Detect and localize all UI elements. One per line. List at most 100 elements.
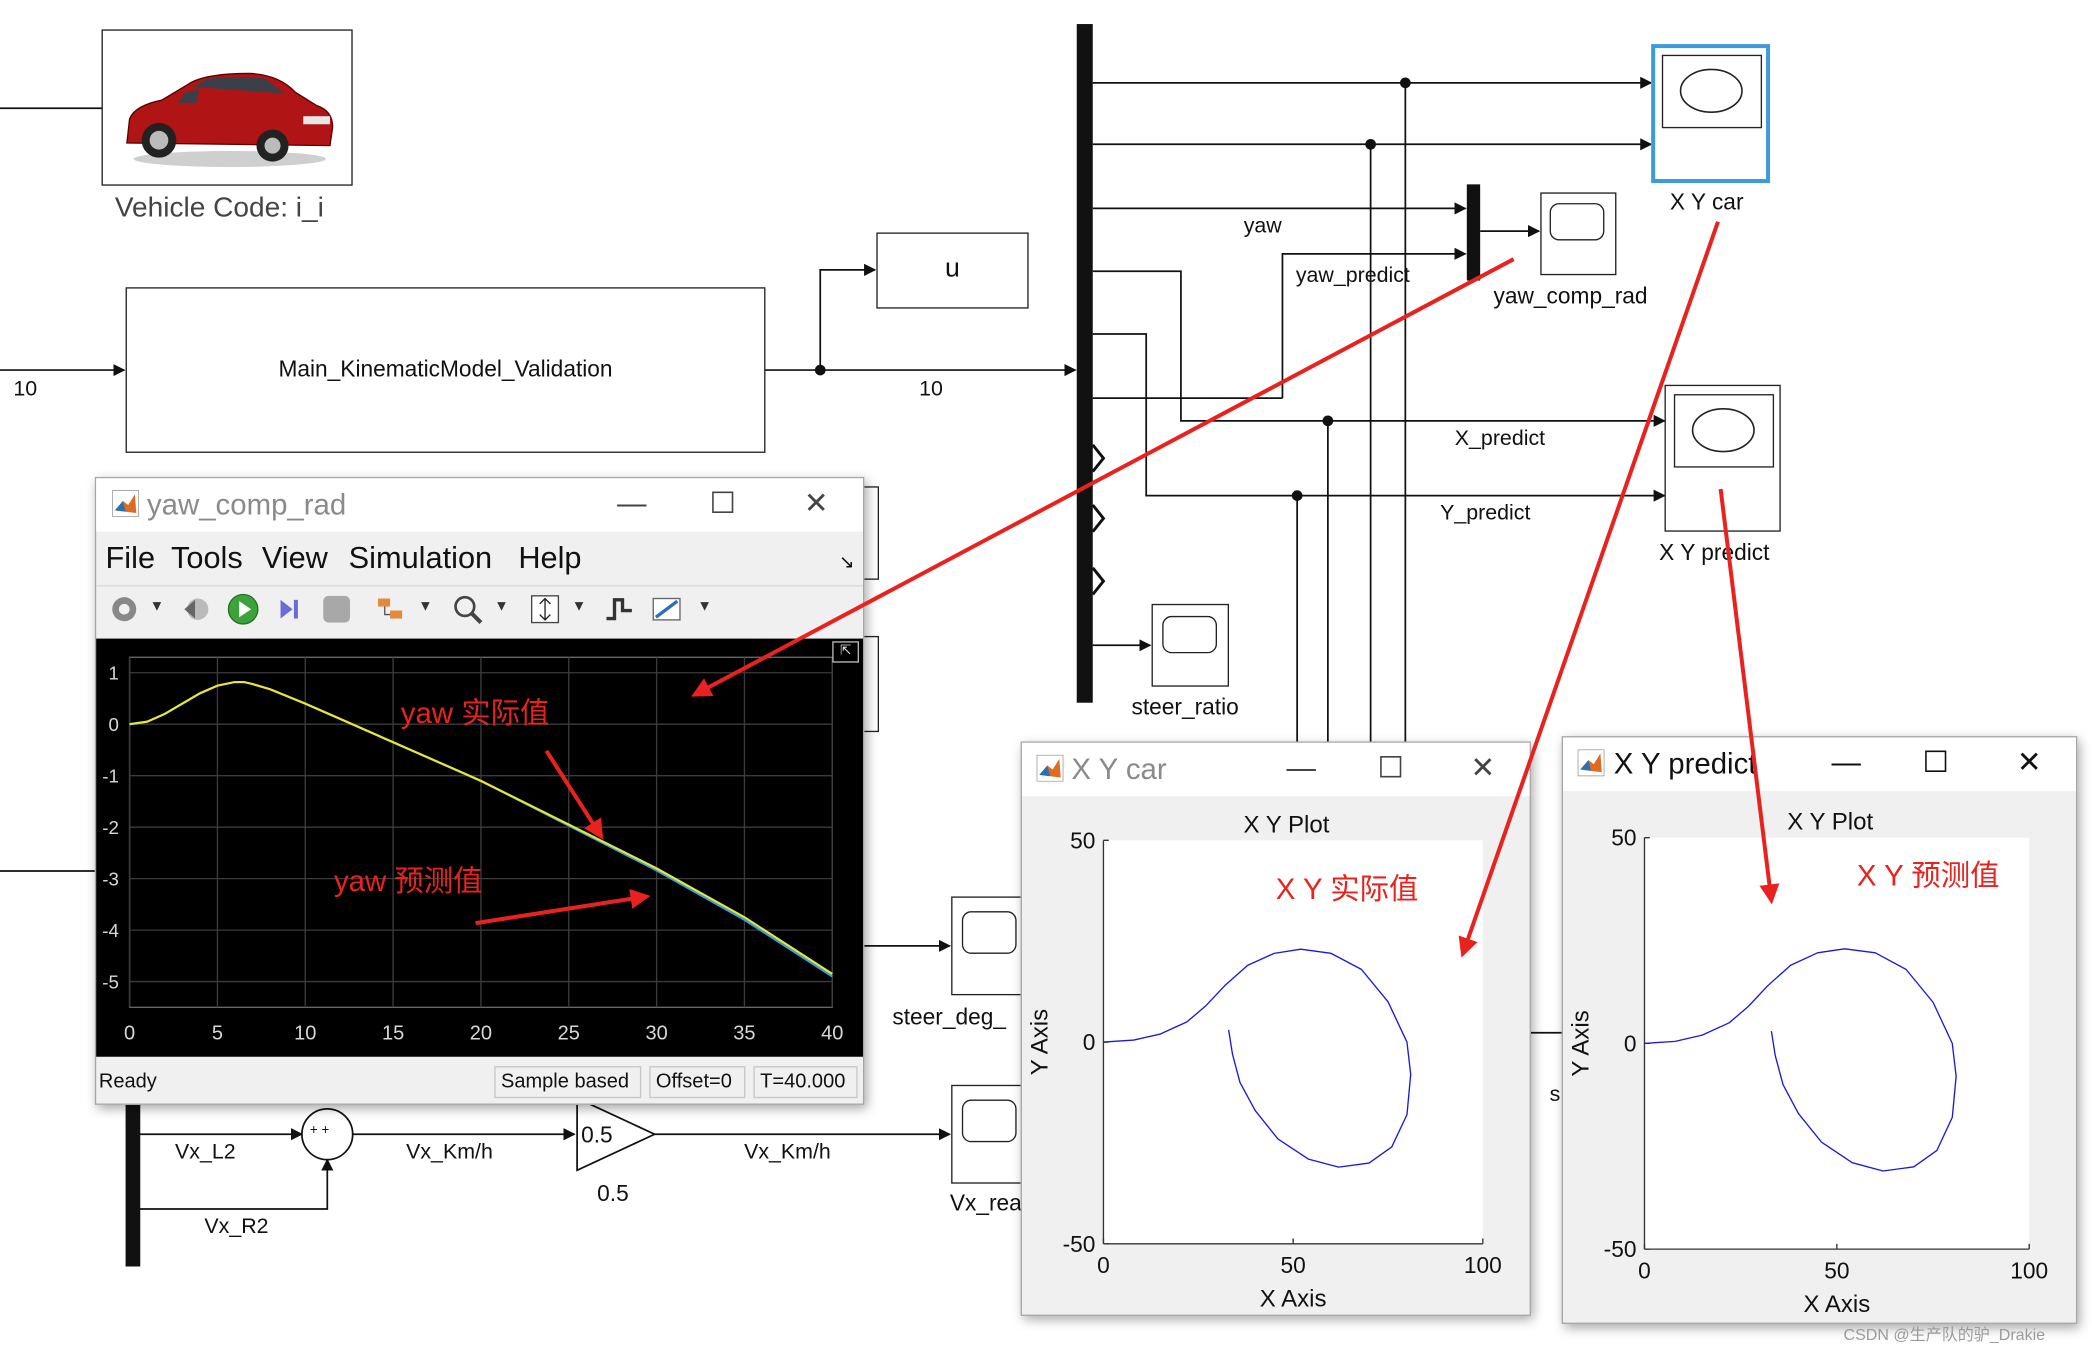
x-tick-label: 35 (733, 1022, 755, 1044)
window-titlebar[interactable]: yaw_comp_rad — ☐ ✕ (96, 478, 863, 532)
y-tick-label: 50 (1070, 827, 1095, 853)
minimize-button[interactable]: — (1286, 750, 1316, 785)
yaw-signal-label: yaw (1243, 215, 1282, 238)
close-button[interactable]: ✕ (2016, 745, 2042, 779)
y-axis-label: Y Axis (1567, 1010, 1594, 1076)
chevron-down-icon[interactable]: ▼ (418, 598, 433, 615)
toolbar: ▼ ▼ ▼ ▼ ▼ (96, 585, 863, 637)
maximize-button[interactable]: ☐ (1377, 750, 1404, 785)
measure-icon[interactable] (649, 592, 684, 627)
steer-ratio-scope-block[interactable] (1151, 603, 1230, 687)
plot-area (1644, 837, 2030, 1250)
close-button[interactable]: ✕ (803, 486, 829, 520)
plot-title: X Y Plot (1243, 811, 1329, 838)
gain-block-value[interactable]: 0.5 (581, 1122, 613, 1148)
maximize-button[interactable]: ☐ (709, 486, 736, 520)
vx-real-scope-block[interactable] (951, 1084, 1029, 1184)
yaw-scope-window[interactable]: yaw_comp_rad — ☐ ✕ File Tools View Simul… (94, 476, 865, 1105)
step-forward-icon[interactable] (273, 592, 308, 627)
zoom-icon[interactable] (450, 592, 485, 627)
y-tick-label: -50 (1604, 1236, 1637, 1262)
window-titlebar[interactable]: X Y predict — ☐ ✕ (1562, 737, 2076, 791)
chevron-down-icon[interactable]: ▼ (571, 598, 587, 615)
annotation-yaw-actual: yaw 实际值 (400, 696, 550, 730)
window-titlebar[interactable]: X Y car — ☐ ✕ (1021, 742, 1530, 797)
yaw-predict-signal-label: yaw_predict (1295, 264, 1410, 288)
gear-icon[interactable] (107, 592, 142, 627)
chevron-down-icon[interactable]: ▼ (494, 598, 509, 615)
x-tick-label: 5 (212, 1022, 223, 1044)
x-tick-label: 0 (1097, 1252, 1110, 1278)
scope-screen-icon (1549, 203, 1605, 241)
chevron-down-icon[interactable]: ▼ (149, 598, 165, 615)
x-tick-label: 100 (1464, 1252, 1502, 1278)
highlight-icon[interactable] (374, 592, 409, 627)
x-predict-signal-label: X_predict (1454, 427, 1546, 451)
x-axis-label: X Axis (1803, 1291, 1870, 1318)
annotation-xy-predict: X Y 预测值 (1856, 859, 2000, 893)
vx-l2-label: Vx_L2 (175, 1140, 236, 1164)
vx-kmh-label-1: Vx_Km/h (406, 1140, 493, 1164)
menu-overflow-icon[interactable]: ↘ (838, 550, 855, 572)
trajectory-line (1644, 948, 1957, 1172)
plot-title: X Y Plot (1787, 809, 1873, 836)
x-tick-label: 25 (558, 1022, 580, 1044)
undock-icon[interactable]: ⇱ (832, 641, 859, 663)
menu-bar: File Tools View Simulation Help ↘ (96, 540, 863, 583)
scope-screen-icon (961, 911, 1017, 954)
menu-help[interactable]: Help (518, 539, 582, 575)
annotation-xy-actual: X Y 实际值 (1275, 872, 1419, 906)
y-tick-label: -5 (102, 971, 119, 992)
vehicle-caption: Vehicle Code: i_i (114, 192, 324, 224)
gain-block-label: 0.5 (597, 1180, 629, 1207)
main-kinematic-block[interactable]: Main_KinematicModel_Validation (125, 287, 766, 453)
xy-predict-block-label: X Y predict (1659, 539, 1770, 566)
steer-deg-scope-block[interactable] (951, 896, 1029, 996)
scope-screen-icon (961, 1099, 1017, 1143)
yaw-comp-scope-block[interactable] (1540, 192, 1617, 276)
triggers-icon[interactable] (602, 592, 637, 627)
xy-car-block-label: X Y car (1669, 189, 1744, 216)
partial-s-label: s (1549, 1083, 1561, 1107)
minimize-button[interactable]: — (1831, 745, 1861, 779)
y-tick-label: 0 (108, 714, 118, 735)
minimize-button[interactable]: — (617, 486, 647, 520)
close-button[interactable]: ✕ (1470, 750, 1496, 785)
xy-car-block[interactable] (1651, 44, 1771, 184)
car-image (126, 72, 334, 167)
window-title: X Y car (1071, 752, 1167, 786)
vx-kmh-label-2: Vx_Km/h (744, 1140, 831, 1164)
xy-car-block-screen (1661, 54, 1763, 129)
status-bar: Ready Sample based Offset=0 T=40.000 (96, 1061, 863, 1104)
matlab-logo-icon (1577, 749, 1605, 777)
yaw-comp-block-label: yaw_comp_rad (1493, 283, 1648, 309)
stop-icon[interactable] (319, 592, 354, 627)
x-tick-label: 20 (470, 1022, 492, 1044)
run-icon[interactable] (226, 592, 261, 627)
x-tick-label: 10 (294, 1022, 316, 1044)
y-tick-label: 50 (1611, 825, 1636, 851)
menu-simulation[interactable]: Simulation (348, 539, 493, 575)
maximize-button[interactable]: ☐ (1922, 745, 1949, 779)
steer-ratio-label: steer_ratio (1131, 694, 1239, 721)
y-predict-signal-label: Y_predict (1440, 502, 1531, 526)
menu-file[interactable]: File (105, 539, 156, 575)
chevron-down-icon[interactable]: ▼ (697, 598, 712, 615)
bus-signal-dim: 10 (919, 378, 943, 401)
menu-tools[interactable]: Tools (170, 539, 243, 575)
x-tick-label: 50 (1824, 1258, 1849, 1284)
autoscale-icon[interactable] (528, 592, 563, 627)
step-back-icon[interactable] (179, 592, 214, 627)
annotation-yaw-predict: yaw 预测值 (333, 864, 483, 898)
u-output-block[interactable]: u (876, 232, 1029, 309)
vehicle-block[interactable] (101, 29, 353, 186)
xy-predict-block[interactable] (1664, 384, 1781, 532)
menu-view[interactable]: View (261, 539, 328, 575)
y-tick-label: -3 (102, 868, 119, 889)
x-tick-label: 0 (1638, 1258, 1651, 1284)
x-tick-label: 100 (2010, 1258, 2048, 1284)
